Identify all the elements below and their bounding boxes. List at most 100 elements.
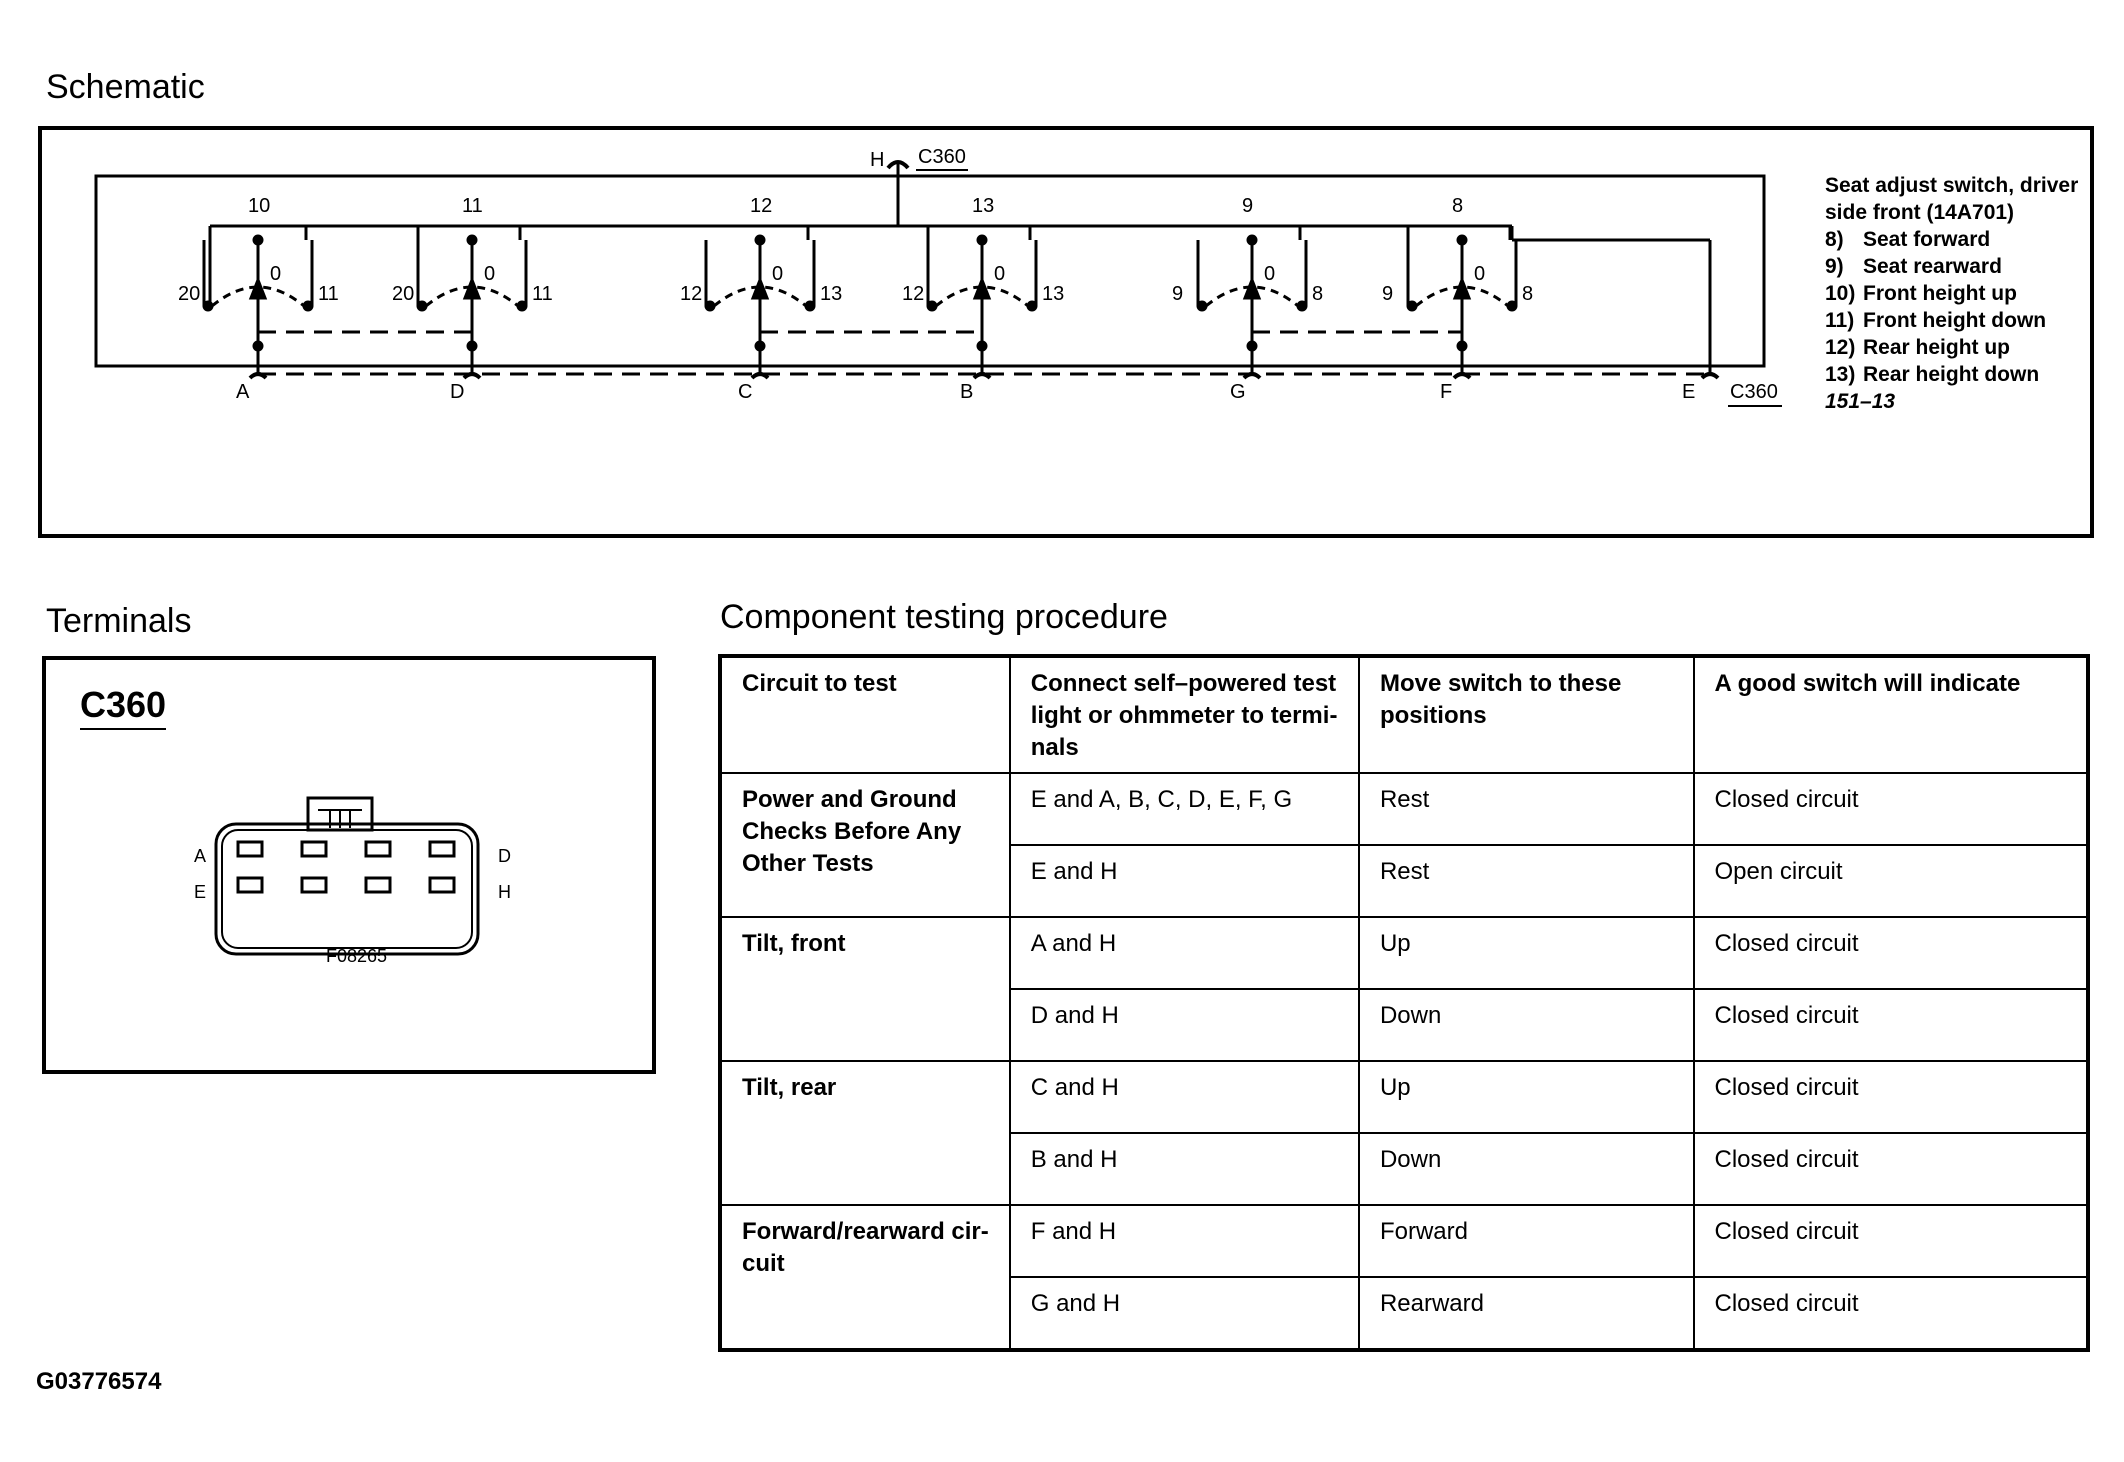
top-number-1: 10	[248, 195, 270, 217]
connector-latch	[306, 796, 374, 832]
terminal-B	[972, 372, 992, 380]
top-number-6: 8	[1452, 195, 1463, 217]
legend-item-2: 9)Seat rearward	[1825, 255, 2002, 278]
result-cell: Closed circuit	[1692, 988, 2089, 1062]
contact-right-5: 8	[1312, 283, 1323, 305]
terminal-label-C: C	[738, 381, 752, 403]
connector-pin	[236, 840, 264, 858]
switch-5	[1196, 226, 1462, 374]
header-col-3: Move switch to these positions	[1357, 655, 1695, 774]
position-cell: Up	[1357, 1060, 1695, 1134]
contact-left-3: 12	[680, 283, 702, 305]
result-cell: Closed circuit	[1692, 1060, 2089, 1134]
connector-pin	[428, 840, 456, 858]
contact-right-2: 11	[532, 283, 553, 305]
terminal-label-D: D	[450, 381, 464, 403]
contact-right-4: 13	[1042, 283, 1064, 305]
contact-left-4: 12	[902, 283, 924, 305]
legend-item-1: 8)Seat forward	[1825, 228, 1991, 251]
pin-label-a: A	[194, 846, 206, 866]
top-number-2: 11	[462, 195, 483, 217]
connector-pin	[300, 840, 328, 858]
legend-item-4: 11)Front height down	[1825, 309, 2047, 332]
terminals-cell: E and H	[1008, 844, 1360, 918]
result-cell: Closed circuit	[1692, 916, 2089, 990]
result-cell: Closed circuit	[1692, 1132, 2089, 1206]
legend-item-6: 13)Rear height down	[1825, 363, 2040, 386]
circuit-cell: Tilt, front	[719, 916, 1011, 1062]
connector-right-label: C360	[1730, 381, 1778, 403]
top-number-4: 13	[972, 195, 994, 217]
pin-label-e: E	[194, 882, 206, 902]
terminal-label-F: F	[1440, 381, 1452, 403]
legend-item-3: 10)Front height up	[1825, 282, 2017, 305]
pin-label-h: H	[498, 882, 511, 902]
circuit-cell: Power and Ground Checks Before Any Other…	[719, 772, 1011, 918]
terminals-cell: A and H	[1008, 916, 1360, 990]
circuit-cell: Forward/rearward cir-cuit	[719, 1204, 1011, 1351]
legend-ref: 151–13	[1825, 390, 1896, 413]
header-col-2: Connect self–powered test light or ohmme…	[1008, 655, 1360, 774]
result-cell: Closed circuit	[1692, 1276, 2089, 1351]
header-col-4: A good switch will indicate	[1692, 655, 2089, 774]
terminals-cell: D and H	[1008, 988, 1360, 1062]
terminals-cell: C and H	[1008, 1060, 1360, 1134]
switch-2	[416, 226, 528, 374]
terminal-A	[248, 372, 268, 380]
pin-label-d: D	[498, 846, 511, 866]
contact-mid-4: 0	[994, 263, 1005, 285]
terminal-label-G: G	[1230, 381, 1246, 403]
terminals-cell: E and A, B, C, D, E, F, G	[1008, 772, 1360, 846]
contact-left-6: 9	[1382, 283, 1393, 305]
connector-face: A E D H	[194, 796, 511, 956]
position-cell: Up	[1357, 916, 1695, 990]
terminals-cell: G and H	[1008, 1276, 1360, 1351]
terminals-cell: B and H	[1008, 1132, 1360, 1206]
position-cell: Rest	[1357, 772, 1695, 846]
contact-right-6: 8	[1522, 283, 1533, 305]
terminals-connector-name: C360	[80, 684, 167, 730]
contact-mid-5: 0	[1264, 263, 1275, 285]
pin-h-terminal	[886, 160, 910, 170]
footer-code: G03776574	[36, 1368, 162, 1395]
connector-pin	[236, 876, 264, 894]
contact-left-2: 20	[392, 283, 414, 305]
connector-body	[214, 822, 480, 956]
legend-title: Seat adjust switch, driver side front (1…	[1825, 174, 2079, 224]
contact-left-1: 20	[178, 283, 200, 305]
result-cell: Closed circuit	[1692, 1204, 2089, 1278]
result-cell: Open circuit	[1692, 844, 2089, 918]
connector-pin	[364, 876, 392, 894]
legend-item-5: 12)Rear height up	[1825, 336, 2011, 359]
terminal-E	[1700, 372, 1720, 380]
contact-mid-6: 0	[1474, 263, 1485, 285]
connector-pin	[364, 840, 392, 858]
top-number-5: 9	[1242, 195, 1253, 217]
contact-mid-2: 0	[484, 263, 495, 285]
position-cell: Rearward	[1357, 1276, 1695, 1351]
terminals-panel	[42, 656, 656, 1074]
terminals-cell: F and H	[1008, 1204, 1360, 1278]
figure-code: F08265	[326, 946, 388, 966]
terminal-label-A: A	[236, 381, 250, 403]
procedure-heading: Component testing procedure	[720, 598, 1168, 636]
connector-pin	[300, 876, 328, 894]
terminal-C	[750, 372, 770, 380]
contact-right-1: 11	[318, 283, 339, 305]
schematic-panel	[38, 126, 2094, 538]
position-cell: Rest	[1357, 844, 1695, 918]
switch-housing	[94, 174, 1766, 368]
contact-mid-3: 0	[772, 263, 783, 285]
switch-3	[704, 226, 982, 374]
contact-right-3: 13	[820, 283, 842, 305]
terminal-G	[1242, 372, 1262, 380]
